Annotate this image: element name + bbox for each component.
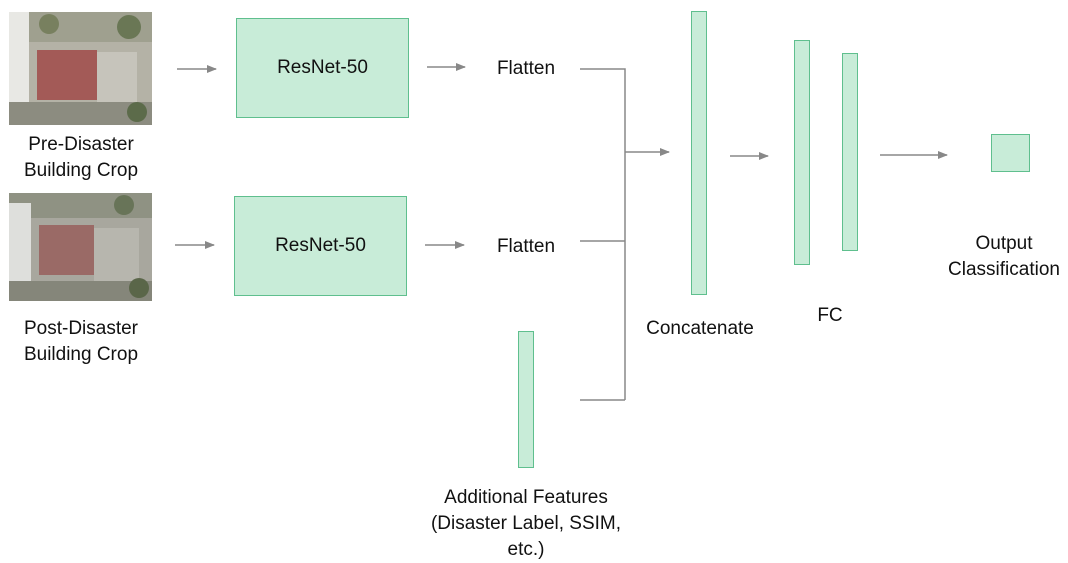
concatenate-label: Concatenate	[646, 318, 754, 339]
resnet-block-top: ResNet-50	[236, 18, 409, 118]
post-disaster-image	[9, 193, 152, 301]
fc-bar-2	[842, 53, 858, 251]
merge-line-top	[580, 68, 626, 400]
resnet-block-bottom: ResNet-50	[234, 196, 407, 296]
pre-disaster-image	[9, 12, 152, 125]
flatten-top-label: Flatten	[496, 58, 556, 79]
flatten-bottom-label: Flatten	[496, 236, 556, 257]
fc-bar-1	[794, 40, 810, 265]
additional-features-bar	[518, 331, 534, 468]
fc-label: FC	[817, 305, 843, 326]
concatenate-bar	[691, 11, 707, 295]
post-disaster-label: Post-Disaster Building Crop	[23, 318, 139, 365]
additional-features-label: Additional Features (Disaster Label, SSI…	[430, 487, 622, 560]
resnet-bottom-label: ResNet-50	[275, 235, 366, 256]
output-box	[991, 134, 1030, 172]
output-label: Output Classification	[948, 233, 1060, 280]
resnet-top-label: ResNet-50	[277, 57, 368, 78]
pre-disaster-label: Pre-Disaster Building Crop	[23, 134, 139, 181]
